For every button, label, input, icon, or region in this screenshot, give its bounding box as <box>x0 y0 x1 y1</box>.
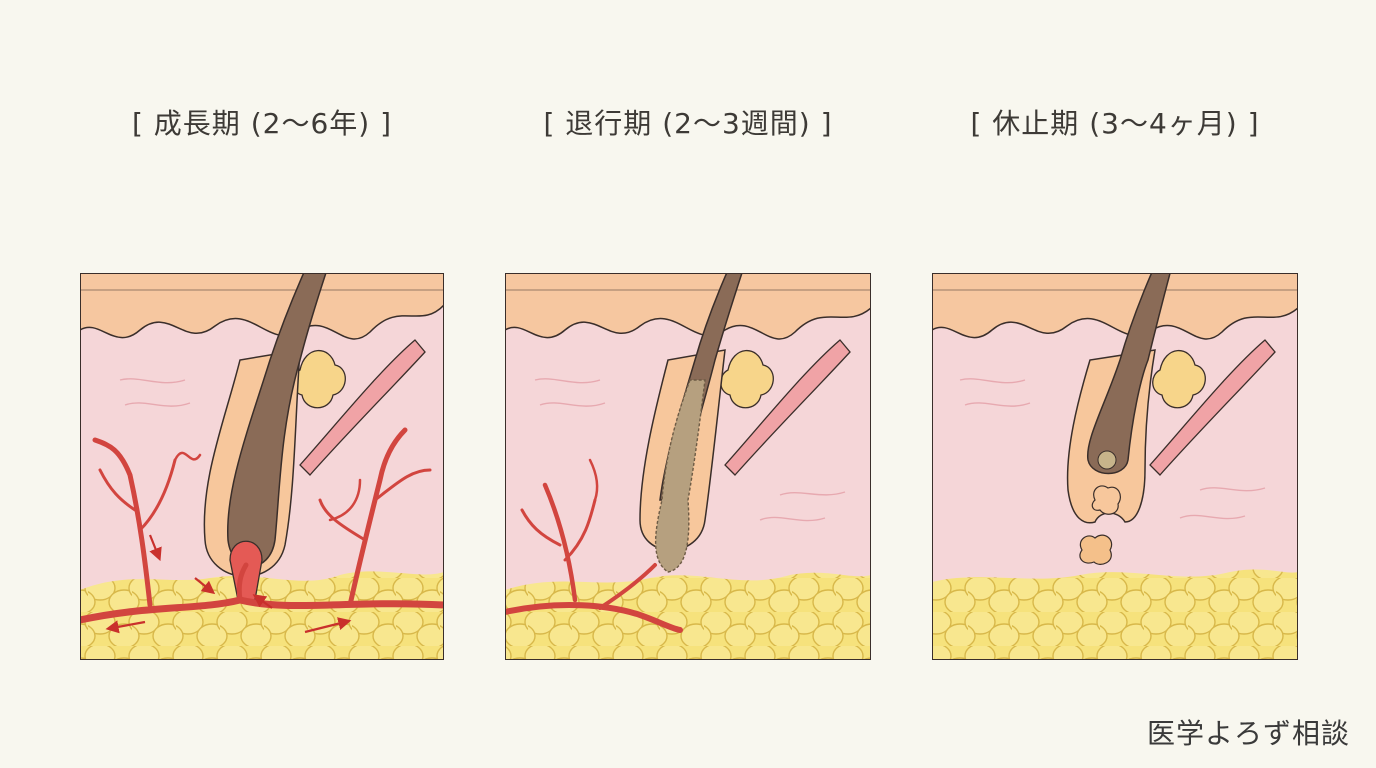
fat-layer <box>505 572 871 660</box>
anagen-title: [ 成長期 (2〜6年) ] <box>131 107 393 140</box>
flow-arrows <box>105 534 352 634</box>
epidermis <box>80 273 444 340</box>
blood-vessels <box>505 458 683 633</box>
fat-layer <box>932 569 1298 660</box>
club-hair <box>1086 273 1171 475</box>
fat-layer <box>80 571 444 660</box>
club-hair-bulb <box>1097 450 1117 470</box>
blood-vessels <box>80 427 444 624</box>
dermal-papilla <box>1079 534 1113 565</box>
watermark-logo-text: 医学よろず相談 <box>1146 717 1350 750</box>
germ-cells <box>1091 485 1121 515</box>
epidermis <box>505 273 871 340</box>
telogen-panel <box>932 273 1298 660</box>
anagen-panel <box>80 273 444 660</box>
arrector-pili-muscle <box>1149 339 1276 476</box>
telogen-title: [ 休止期 (3〜4ヶ月) ] <box>970 107 1260 140</box>
arrector-pili-muscle <box>724 339 851 476</box>
arrector-pili-muscle <box>299 339 426 476</box>
sebaceous-gland <box>1152 349 1206 409</box>
epidermis <box>932 273 1298 340</box>
catagen-panel <box>505 273 871 660</box>
regressing-hair-root <box>654 379 706 573</box>
catagen-title: [ 退行期 (2〜3週間) ] <box>543 107 833 140</box>
sebaceous-gland <box>720 349 774 409</box>
